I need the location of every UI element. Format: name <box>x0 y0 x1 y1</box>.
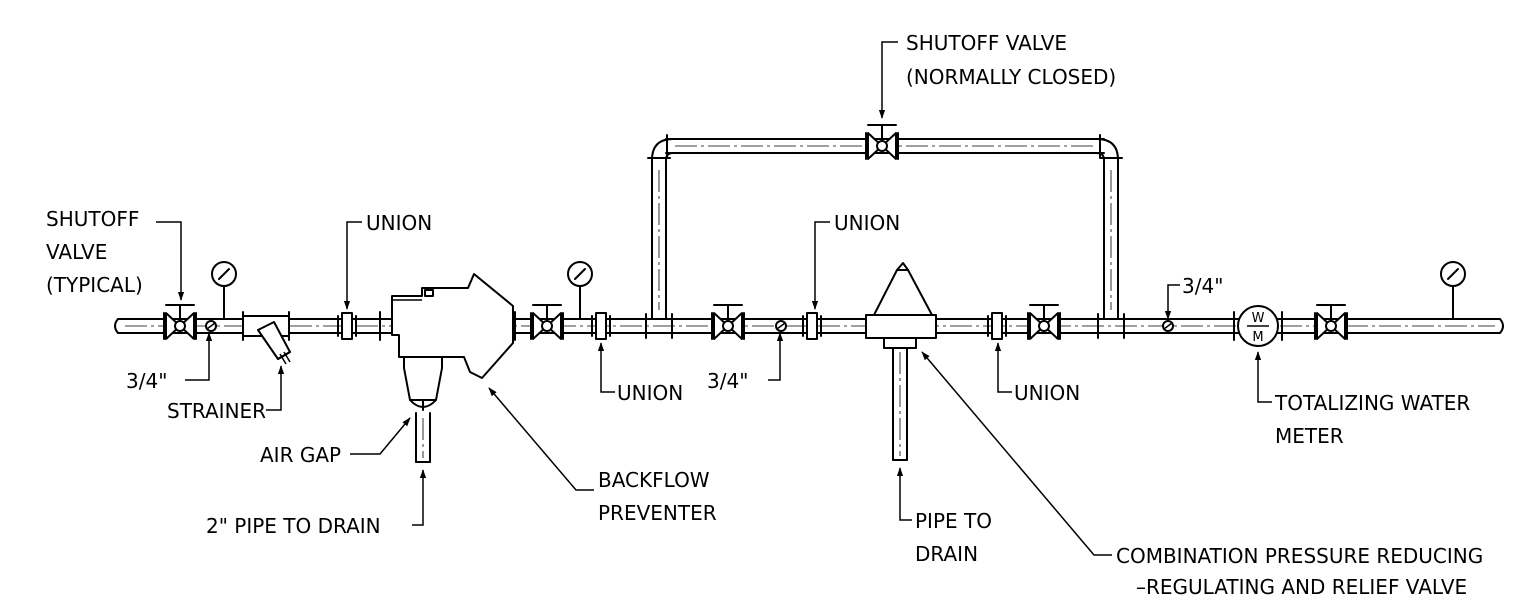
label-size-3: 3/4" <box>1182 274 1223 298</box>
bypass-pipe <box>645 134 1125 339</box>
pressure-gauge-2 <box>567 261 593 320</box>
annotations: SHUTOFF VALVE (NORMALLY CLOSED) SHUTOFF … <box>46 31 1483 599</box>
union-4 <box>987 312 1007 340</box>
water-meter: W M <box>1233 305 1283 347</box>
label-meter: METER <box>1275 424 1344 448</box>
label-union-3: UNION <box>834 211 900 235</box>
label-drain: DRAIN <box>915 542 978 566</box>
label-regulating-relief: –REGULATING AND RELIEF VALVE <box>1136 575 1467 599</box>
pressure-reducing-valve <box>865 262 937 461</box>
label-size-2: 3/4" <box>707 369 748 393</box>
label-size-1: 3/4" <box>126 369 167 393</box>
label-typical: (TYPICAL) <box>46 273 143 297</box>
label-air-gap: AIR GAP <box>260 443 341 467</box>
pressure-gauge-1 <box>211 261 237 320</box>
bypass-shutoff-valve <box>865 124 899 160</box>
label-2in-pipe-to-drain: 2" PIPE TO DRAIN <box>206 514 381 538</box>
label-union-1: UNION <box>366 211 432 235</box>
strainer <box>242 311 291 365</box>
backflow-preventer <box>379 273 516 463</box>
meter-m-letter: M <box>1252 330 1263 345</box>
label-union-2: UNION <box>617 381 683 405</box>
label-shutoff: SHUTOFF <box>46 207 139 231</box>
tap-3-4-1 <box>205 320 217 332</box>
union-3 <box>802 312 822 340</box>
label-valve: VALVE <box>46 240 107 264</box>
label-strainer: STRAINER <box>167 399 266 423</box>
union-2 <box>591 312 611 340</box>
shutoff-valve-5 <box>1314 304 1348 340</box>
shutoff-valve-3 <box>711 304 745 340</box>
label-backflow: BACKFLOW <box>598 468 710 492</box>
shutoff-valve-2 <box>530 304 564 340</box>
meter-w-letter: W <box>1252 311 1265 326</box>
tap-3-4-2 <box>775 320 787 332</box>
label-combination-valve: COMBINATION PRESSURE REDUCING <box>1116 544 1483 568</box>
label-preventer: PREVENTER <box>598 501 717 525</box>
label-union-4: UNION <box>1014 381 1080 405</box>
leaders <box>156 41 1272 556</box>
label-normally-closed: (NORMALLY CLOSED) <box>906 65 1116 89</box>
label-totalizing-water: TOTALIZING WATER <box>1274 391 1470 415</box>
pressure-gauge-3 <box>1440 261 1466 320</box>
label-shutoff-valve-bypass: SHUTOFF VALVE <box>906 31 1067 55</box>
label-pipe-to: PIPE TO <box>915 509 992 533</box>
union-1 <box>337 312 357 340</box>
tap-3-4-3 <box>1162 320 1174 332</box>
shutoff-valve-1 <box>163 304 197 340</box>
shutoff-valve-4 <box>1027 304 1061 340</box>
